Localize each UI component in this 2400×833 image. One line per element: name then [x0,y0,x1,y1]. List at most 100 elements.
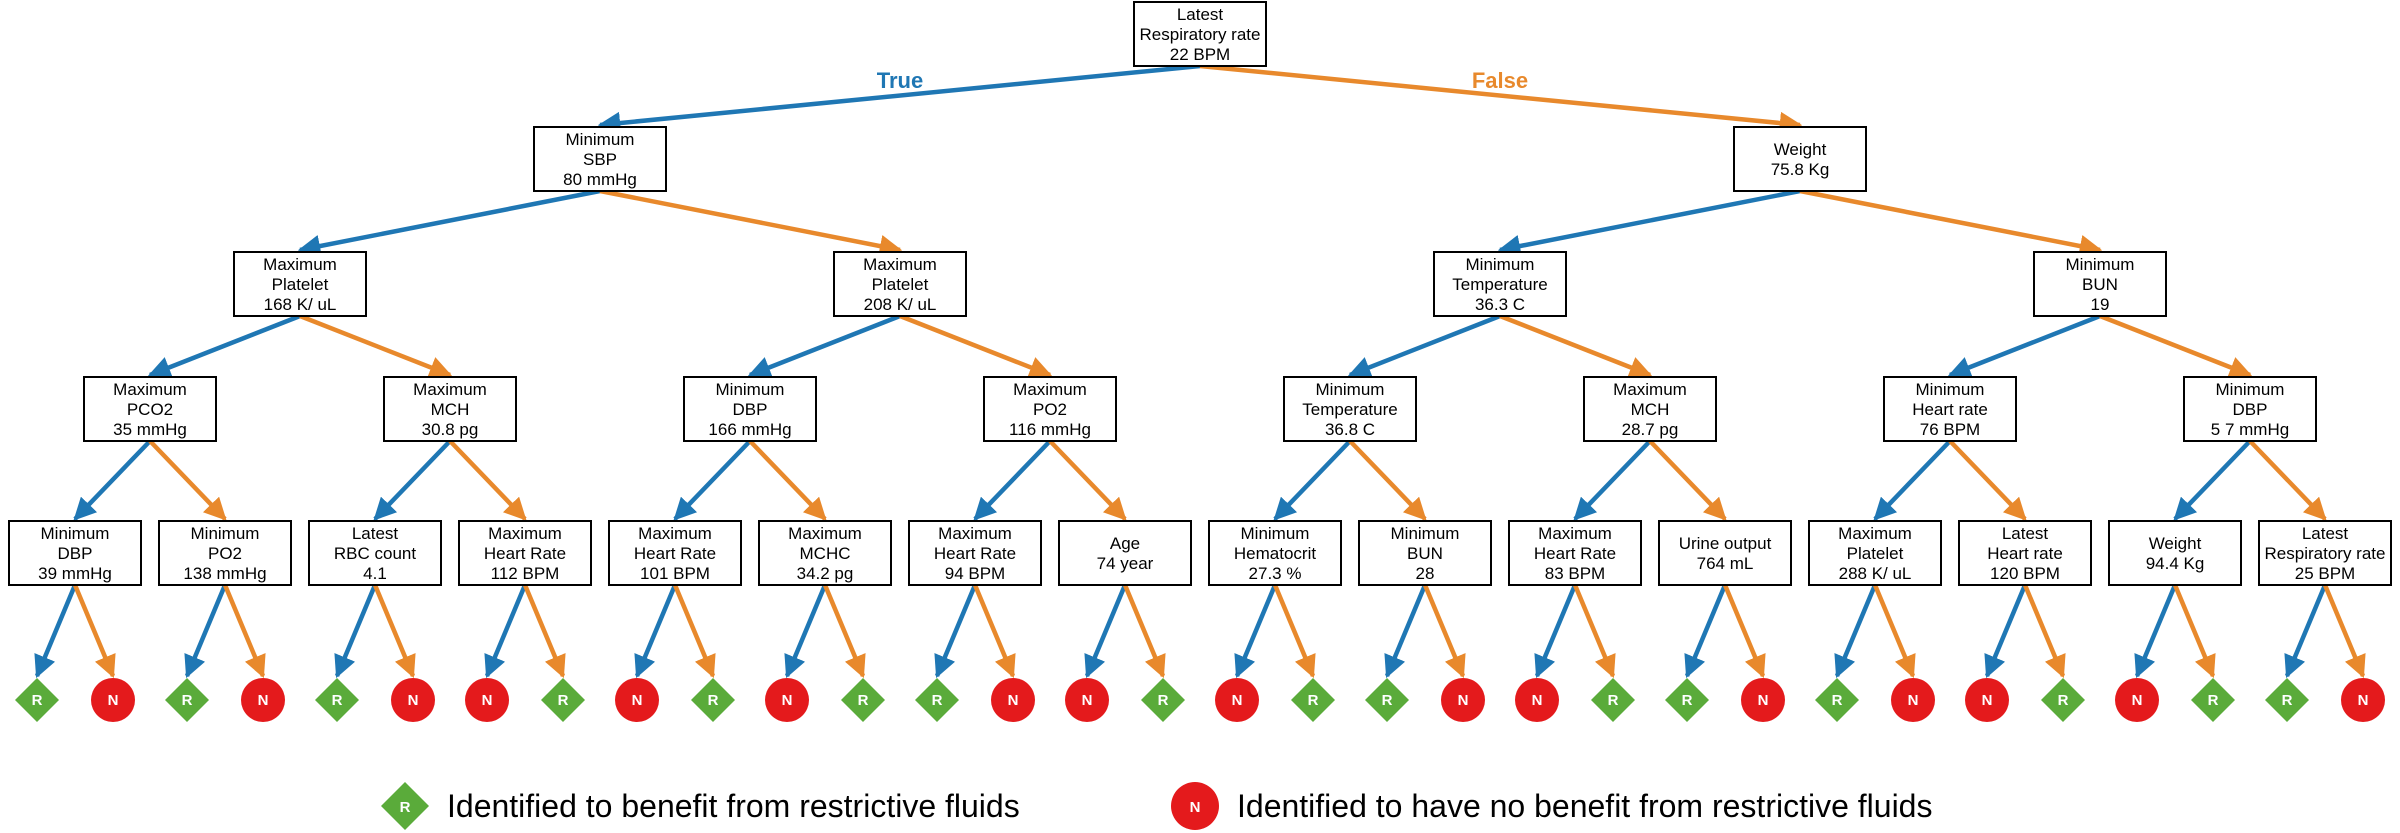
false-edge-n12-n26 [1648,439,1727,521]
node-text-line: 168 K/ uL [264,295,337,314]
node-box [1433,251,1567,317]
true-edge-n29-leaf28 [2134,584,2178,679]
node-text-line: Minimum [1316,380,1385,399]
leaf-symbol: N [1982,692,1993,709]
node-text-line: Maximum [263,255,337,274]
legend-label: Identified to have no benefit from restr… [1237,788,1932,824]
false-edge-n28-leaf27 [2022,584,2066,679]
leaf-symbol: R [1832,692,1843,709]
node-text-line: Minimum [566,130,635,149]
leaf-symbol: R [32,692,43,709]
node-text-line: MCHC [800,544,851,563]
node-text-line: 30.8 pg [422,420,479,439]
node-text-line: Age [1110,534,1140,553]
circle-shape [391,678,435,722]
no-benefit-leaf-circle: N [765,678,809,722]
no-benefit-leaf-circle: N [2341,678,2385,722]
true-edge-n4-n9 [747,313,901,379]
node-text-line: 36.8 C [1325,420,1375,439]
circle-shape [2115,678,2159,722]
diamond-shape [2265,678,2309,722]
true-edge-n14-n29 [2173,439,2252,521]
no-benefit-leaf-circle: N [91,678,135,722]
leaf-symbol: R [858,692,869,709]
node-text-line: Temperature [1302,400,1397,419]
false-edge-n6-n14 [2099,313,2253,379]
node-box [158,520,292,586]
benefit-leaf-diamond: R [2265,678,2309,722]
benefit-leaf-diamond: R [15,678,59,722]
node-text-line: 764 mL [1697,554,1754,573]
node-text-line: Minimum [1916,380,1985,399]
circle-shape [1215,678,1259,722]
node-text-line: Maximum [113,380,187,399]
node-text-line: 288 K/ uL [1839,564,1912,583]
false-edge-n8-n18 [448,439,527,521]
diamond-shape [1591,678,1635,722]
node-text-line: PO2 [1033,400,1067,419]
false-edge-n21-leaf13 [972,584,1016,679]
no-benefit-leaf-circle: N [241,678,285,722]
diamond-shape [691,678,735,722]
node-text-line: DBP [2233,400,2268,419]
true-edge-n20-leaf10 [784,584,828,679]
circle-shape [1891,678,1935,722]
tree-edges [34,63,2366,679]
benefit-leaf-diamond: R [691,678,735,722]
true-edge-n13-n27 [1873,439,1952,521]
node-box [533,126,667,192]
false-branch-label: False [1472,68,1528,93]
false-edge-n26-leaf23 [1722,584,1766,679]
circle-shape [765,678,809,722]
leaf-symbol: R [558,692,569,709]
leaf-symbol: N [782,692,793,709]
leaf-symbol: R [182,692,193,709]
node-text-line: Heart Rate [1534,544,1616,563]
leaf-symbol: N [1532,692,1543,709]
node-box [2108,520,2242,586]
true-branch-label: True [877,68,923,93]
node-text-line: Heart Rate [934,544,1016,563]
node-text-line: 208 K/ uL [864,295,937,314]
circle-shape [241,678,285,722]
node-box [1508,520,1642,586]
node-text-line: Latest [2002,524,2049,543]
false-edge-n2-n6 [1799,188,2103,258]
node-text-line: 34.2 pg [797,564,854,583]
benefit-leaf-diamond: R [1141,678,1185,722]
node-box [383,376,517,442]
circle-shape [91,678,135,722]
node-text-line: Heart rate [1912,400,1988,419]
node-text-line: Weight [2149,534,2202,553]
legend-label: Identified to benefit from restrictive f… [447,788,1020,824]
true-edge-n0-n1 [597,63,1201,135]
true-edge-n21-leaf12 [934,584,978,679]
node-text-line: Urine output [1679,534,1772,553]
node-box [2033,251,2167,317]
leaf-symbol: N [482,692,493,709]
true-edge-n24-leaf18 [1384,584,1428,679]
legend-symbol: R [400,799,411,816]
node-text-line: Maximum [1613,380,1687,399]
true-edge-n28-leaf26 [1984,584,2028,679]
leaf-symbol: N [1458,692,1469,709]
true-edge-n19-leaf8 [634,584,678,679]
true-edge-n26-leaf22 [1684,584,1728,679]
false-edge-n13-n28 [1948,439,2027,521]
true-edge-n1-n3 [297,188,601,258]
true-edge-n18-leaf6 [484,584,528,679]
circle-shape [615,678,659,722]
benefit-leaf-diamond: R [841,678,885,722]
node-text-line: Maximum [488,524,562,543]
